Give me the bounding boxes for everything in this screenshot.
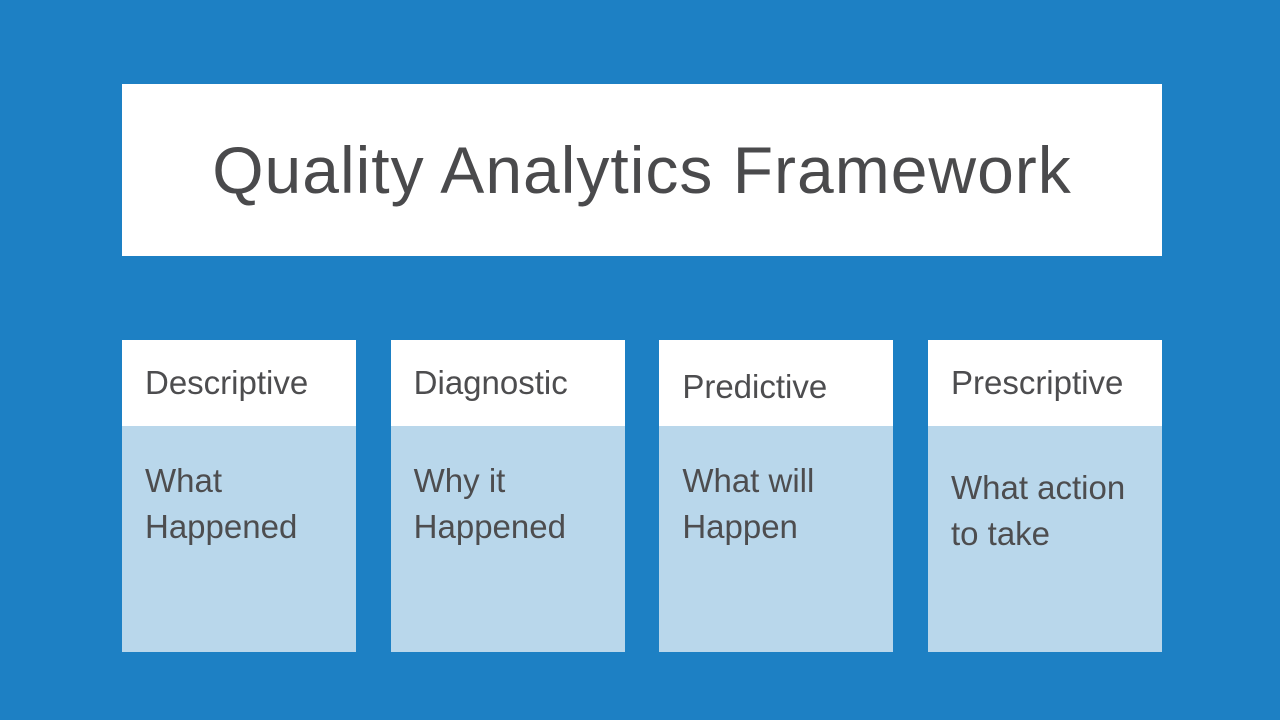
card-heading: Prescriptive — [950, 364, 1124, 401]
card-descriptive: Descriptive What Happened — [122, 340, 356, 652]
card-header: Predictive — [659, 340, 894, 426]
card-body-text: What will Happen — [682, 462, 815, 545]
card-header: Descriptive — [122, 340, 356, 426]
card-body: Why it Happened — [391, 426, 625, 652]
slide-title: Quality Analytics Framework — [212, 133, 1072, 207]
card-header: Prescriptive — [927, 340, 1162, 426]
card-body: What Happened — [122, 426, 356, 652]
card-body-text: What action to take — [950, 469, 1126, 552]
card-heading: Descriptive — [145, 364, 309, 401]
cards-row: Descriptive What Happened Diagnostic Why… — [122, 340, 1162, 652]
card-heading: Predictive — [682, 368, 828, 405]
card-heading: Diagnostic — [413, 364, 568, 401]
card-body: What will Happen — [659, 426, 893, 652]
card-body-text: Why it Happened — [413, 462, 566, 545]
title-box: Quality Analytics Framework — [122, 84, 1162, 256]
card-header: Diagnostic — [390, 340, 625, 426]
card-body-text: What Happened — [145, 462, 298, 545]
card-prescriptive: Prescriptive What action to take — [927, 340, 1162, 652]
card-predictive: Predictive What will Happen — [659, 340, 894, 652]
card-body: What action to take — [928, 426, 1162, 652]
card-diagnostic: Diagnostic Why it Happened — [390, 340, 625, 652]
